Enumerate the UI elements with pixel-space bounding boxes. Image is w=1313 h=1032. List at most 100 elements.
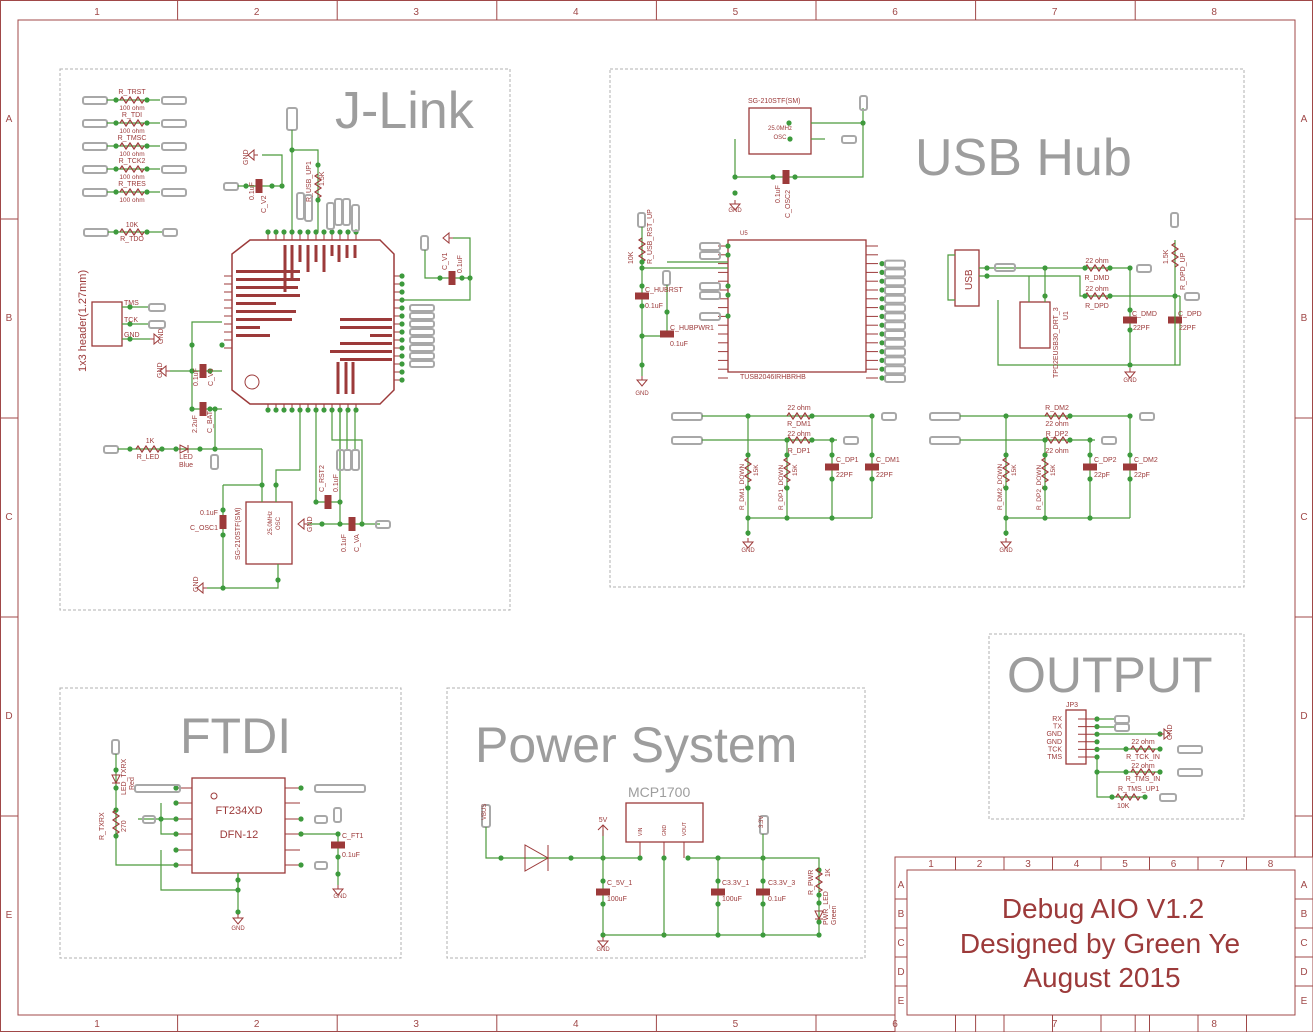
- junction-dot: [298, 785, 304, 791]
- junction-dot: [725, 252, 731, 258]
- junction-dot: [113, 143, 119, 149]
- junction-dot: [329, 229, 335, 235]
- ground-icon: [442, 231, 453, 245]
- junction-dot: [113, 166, 119, 172]
- pad-trace: [344, 362, 348, 394]
- net-connector: [1114, 715, 1130, 724]
- junction-dot: [113, 767, 119, 773]
- ground-symbol: [1123, 368, 1137, 379]
- net-connector: [929, 436, 961, 445]
- resistor: [1170, 242, 1180, 268]
- capacitor: [1083, 463, 1097, 471]
- label: RX: [1052, 716, 1062, 723]
- resistor: [1084, 263, 1110, 273]
- column-label: 2: [254, 1019, 260, 1030]
- net-connector: [82, 96, 108, 105]
- junction-dot: [273, 229, 279, 235]
- pad-trace: [298, 245, 302, 262]
- junction-dot: [113, 229, 119, 235]
- label: GND: [662, 825, 668, 837]
- junction-dot: [235, 909, 241, 915]
- junction-dot: [568, 855, 574, 861]
- label: 0.1uF: [341, 534, 348, 552]
- label: Blue: [179, 462, 193, 469]
- row-label: B: [6, 313, 13, 324]
- capacitor: [865, 463, 879, 471]
- label: LED_TXRX: [121, 758, 128, 795]
- junction-dot: [1107, 265, 1113, 271]
- header-label: 1x3 header(1.27mm): [77, 270, 89, 372]
- junction-dot: [879, 349, 885, 355]
- column-label: 7: [1052, 7, 1058, 18]
- net-connector: [326, 202, 335, 230]
- wire: [275, 410, 301, 502]
- resistor-value: 100 ohm: [119, 197, 144, 204]
- junction-dot: [158, 816, 164, 822]
- label: U1: [1063, 311, 1070, 320]
- label: 22 ohm: [1085, 286, 1109, 293]
- junction-dot: [127, 336, 133, 342]
- label: 0.1uF: [457, 255, 464, 273]
- row-label: A: [6, 114, 13, 125]
- label: GND: [1167, 724, 1174, 740]
- capacitor: [756, 888, 770, 896]
- net-connector: [409, 360, 435, 368]
- label: R_USB_UP1: [306, 161, 313, 202]
- column-label: 1: [928, 859, 934, 870]
- row-label: B: [1301, 313, 1308, 324]
- wire: [223, 484, 263, 502]
- ground-icon: [159, 364, 170, 378]
- junction-dot: [784, 452, 790, 458]
- net-connector: [409, 304, 435, 312]
- section-ftdi: [59, 687, 402, 959]
- resistor: [119, 227, 145, 237]
- net-connector: [161, 96, 187, 105]
- resistor-name: R_TCK2: [119, 158, 146, 165]
- net-connector: [881, 412, 897, 421]
- row-label: C: [5, 512, 12, 523]
- label: 1K: [825, 868, 832, 877]
- net-connector: [161, 188, 187, 197]
- junction-dot: [745, 530, 751, 536]
- junction-dot: [144, 229, 150, 235]
- label: R_DM1: [787, 421, 811, 428]
- junction-dot: [1142, 794, 1148, 800]
- junction-dot: [173, 800, 179, 806]
- junction-dot: [600, 901, 606, 907]
- resistor-name: R_TRST: [118, 89, 146, 96]
- ground-icon: [247, 148, 258, 162]
- header-jp3: [1065, 709, 1087, 765]
- wire: [947, 254, 955, 301]
- resistor: [1044, 435, 1070, 445]
- pad-trace: [236, 318, 292, 321]
- net-connector: [420, 235, 429, 251]
- net-connector: [671, 412, 703, 421]
- net-connector: [409, 312, 435, 320]
- junction-dot: [869, 476, 875, 482]
- label: 10K: [628, 251, 635, 264]
- junction-dot: [127, 321, 133, 327]
- net-connector: [103, 445, 119, 454]
- net-connector: [304, 194, 313, 222]
- net-connector: [884, 321, 906, 331]
- junction-dot: [298, 862, 304, 868]
- label: C_DP1: [836, 457, 859, 464]
- resistor: [119, 141, 145, 151]
- junction-dot: [1157, 769, 1163, 775]
- row-label: A: [898, 880, 905, 891]
- pad-trace: [236, 302, 276, 305]
- junction-dot: [879, 331, 885, 337]
- label: GND: [741, 548, 755, 554]
- pad-trace: [353, 245, 357, 258]
- project-title: Debug AIO V1.2: [1002, 893, 1204, 924]
- resistor: [313, 173, 323, 199]
- ground-icon: [297, 517, 308, 531]
- resistor: [743, 457, 753, 483]
- label: VBUS: [482, 804, 488, 820]
- column-label: 2: [977, 859, 983, 870]
- junction-dot: [745, 515, 751, 521]
- junction-dot: [399, 337, 405, 343]
- resistor-name: R_TRES: [118, 181, 146, 188]
- column-label: 3: [413, 1019, 419, 1030]
